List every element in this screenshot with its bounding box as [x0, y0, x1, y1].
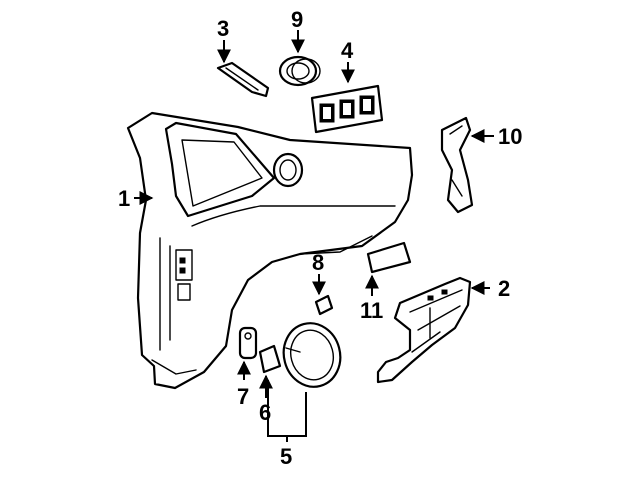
wheelhouse-part-2 [376, 276, 472, 384]
leader-lines [134, 30, 494, 442]
bracket-part-3 [216, 61, 270, 98]
callout-1: 1 [118, 186, 130, 211]
callout-5: 5 [280, 444, 292, 469]
bracket-part-10 [440, 116, 474, 214]
callout-2: 2 [498, 276, 510, 301]
callout-8: 8 [312, 250, 324, 275]
hinge-part-6 [258, 344, 282, 374]
quarter-panel-part-1 [126, 111, 414, 390]
callout-11: 11 [360, 298, 383, 323]
bumper-part-7 [238, 326, 258, 360]
callout-7: 7 [237, 384, 249, 409]
vent-grille-part-4 [310, 84, 384, 134]
callout-9: 9 [291, 7, 303, 32]
callout-4: 4 [341, 38, 354, 63]
grommet-part-9 [278, 55, 321, 87]
fuel-door-part-5 [282, 322, 342, 388]
callout-10: 10 [498, 124, 522, 149]
bracket-5 [267, 380, 307, 437]
callout-6: 6 [259, 400, 271, 425]
callouts: 1 2 3 4 5 6 7 8 9 10 11 [118, 7, 522, 469]
clip-part-8 [314, 294, 334, 316]
pad-part-11 [366, 241, 412, 274]
callout-3: 3 [217, 16, 229, 41]
